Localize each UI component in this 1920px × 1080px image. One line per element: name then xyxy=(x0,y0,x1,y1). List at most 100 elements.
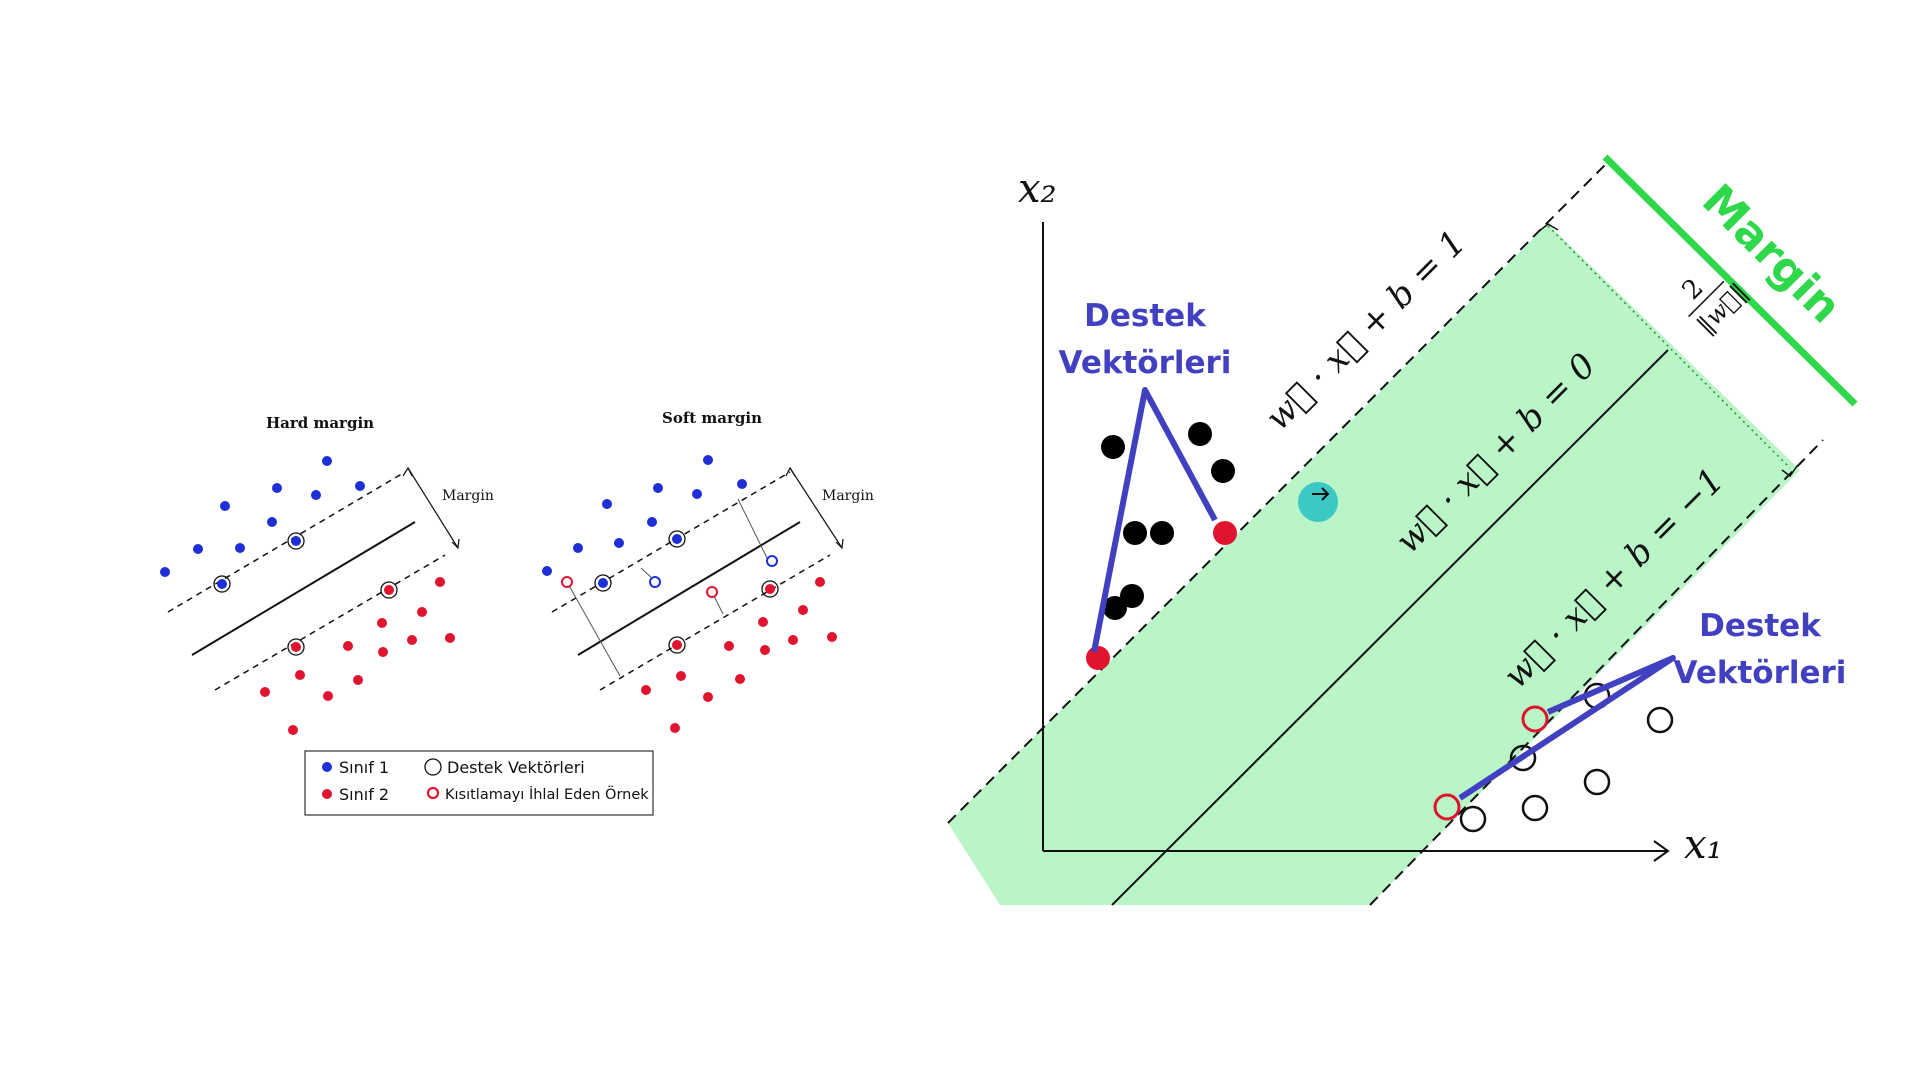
data-point xyxy=(641,685,651,695)
data-point xyxy=(407,635,417,645)
data-point xyxy=(287,532,305,550)
margin-width-arrowhead-top xyxy=(1537,223,1559,233)
bottom-support-vectors xyxy=(1433,705,1549,821)
svm-diagram: x₂ x₁ Margin 2 ‖w⃗‖ w⃗ · x⃗ + b = 1 w⃗ ·… xyxy=(947,154,1858,906)
data-point xyxy=(220,501,230,511)
data-point xyxy=(417,607,427,617)
data-point xyxy=(602,499,612,509)
data-point xyxy=(1120,584,1144,608)
soft-class1-violators xyxy=(649,555,778,588)
top-support-pointer xyxy=(1091,387,1218,653)
data-point xyxy=(737,479,747,489)
data-point xyxy=(217,579,227,589)
data-point xyxy=(649,576,661,588)
data-point xyxy=(311,490,321,500)
data-point xyxy=(1211,459,1235,483)
top-support-vectors xyxy=(1086,521,1237,670)
hard-decision-line xyxy=(191,521,416,656)
hard-class2-points xyxy=(260,577,455,735)
soft-margin-figure: Soft margin Margin xyxy=(542,409,874,733)
data-point xyxy=(573,543,583,553)
x1-axis-label: x₁ xyxy=(1684,822,1723,868)
negative-class-points xyxy=(1459,682,1674,833)
legend-support-vectors: Destek Vektörleri xyxy=(447,758,585,777)
data-point xyxy=(384,585,394,595)
data-point xyxy=(1583,768,1611,796)
data-point xyxy=(1150,521,1174,545)
soft-margin-label: Margin xyxy=(822,488,874,504)
margin-band xyxy=(948,224,1800,905)
mouse-cursor xyxy=(1298,482,1338,522)
data-point xyxy=(1123,521,1147,545)
data-point xyxy=(295,670,305,680)
data-point xyxy=(827,632,837,642)
data-point xyxy=(542,566,552,576)
data-point xyxy=(213,575,231,593)
data-point xyxy=(1509,744,1537,772)
data-point xyxy=(788,635,798,645)
data-point xyxy=(692,489,702,499)
data-point xyxy=(561,576,573,588)
soft-class1-support-vectors xyxy=(594,530,686,592)
data-point xyxy=(1213,521,1237,545)
data-point xyxy=(1101,435,1125,459)
margin-formula-fraction-bar xyxy=(1688,280,1725,318)
cursor-highlight xyxy=(1298,482,1338,522)
legend-class2: Sınıf 2 xyxy=(339,785,389,804)
class2-legend-marker xyxy=(322,789,332,799)
x1-axis-arrowhead xyxy=(1653,840,1670,862)
data-point xyxy=(343,641,353,651)
class1-legend-marker xyxy=(322,762,332,772)
hard-lower-boundary xyxy=(214,554,446,691)
hard-upper-boundary xyxy=(167,471,406,613)
violating-legend-marker xyxy=(426,786,440,800)
data-point xyxy=(703,692,713,702)
data-point xyxy=(323,691,333,701)
hard-margin-arrow xyxy=(407,467,459,549)
soft-class2-support-vectors xyxy=(668,580,779,654)
data-point xyxy=(1521,705,1549,733)
data-point xyxy=(291,642,301,652)
data-point xyxy=(614,538,624,548)
data-point xyxy=(676,671,686,681)
upper-hyperplane xyxy=(947,162,1608,824)
data-point xyxy=(815,577,825,587)
data-point xyxy=(765,584,775,594)
soft-margin-arrow xyxy=(789,467,843,549)
bottom-support-label-line2: Vektörleri xyxy=(1674,655,1847,691)
data-point xyxy=(798,605,808,615)
hard-margin-title: Hard margin xyxy=(266,414,374,432)
data-point xyxy=(760,645,770,655)
top-support-label-line2: Vektörleri xyxy=(1059,345,1232,381)
data-point xyxy=(260,687,270,697)
data-point xyxy=(672,640,682,650)
data-point xyxy=(272,483,282,493)
data-point xyxy=(322,456,332,466)
margin-formula: 2 ‖w⃗‖ xyxy=(1677,273,1754,340)
margin-bar xyxy=(1602,154,1858,407)
data-point xyxy=(761,580,779,598)
data-point xyxy=(703,455,713,465)
decision-hyperplane xyxy=(1111,349,1669,906)
soft-class2-points xyxy=(641,577,837,733)
data-point xyxy=(353,675,363,685)
legend-class1: Sınıf 1 xyxy=(339,758,389,777)
data-point xyxy=(291,536,301,546)
data-point xyxy=(1433,793,1461,821)
data-point xyxy=(594,574,612,592)
legend-box xyxy=(304,750,654,816)
data-point xyxy=(758,617,768,627)
soft-lower-boundary xyxy=(599,554,831,691)
data-point xyxy=(160,567,170,577)
margin-width-arrowhead-bottom xyxy=(1781,465,1798,478)
data-point xyxy=(287,638,305,656)
arrow-right-icon xyxy=(1312,487,1330,501)
top-support-label-line1: Destek xyxy=(1084,298,1207,334)
data-point xyxy=(1188,422,1212,446)
data-point xyxy=(1086,646,1110,670)
soft-slack-lines xyxy=(566,498,769,677)
data-point xyxy=(653,483,663,493)
soft-margin-arrowhead-top xyxy=(785,466,796,477)
data-point xyxy=(598,578,608,588)
data-point xyxy=(647,517,657,527)
